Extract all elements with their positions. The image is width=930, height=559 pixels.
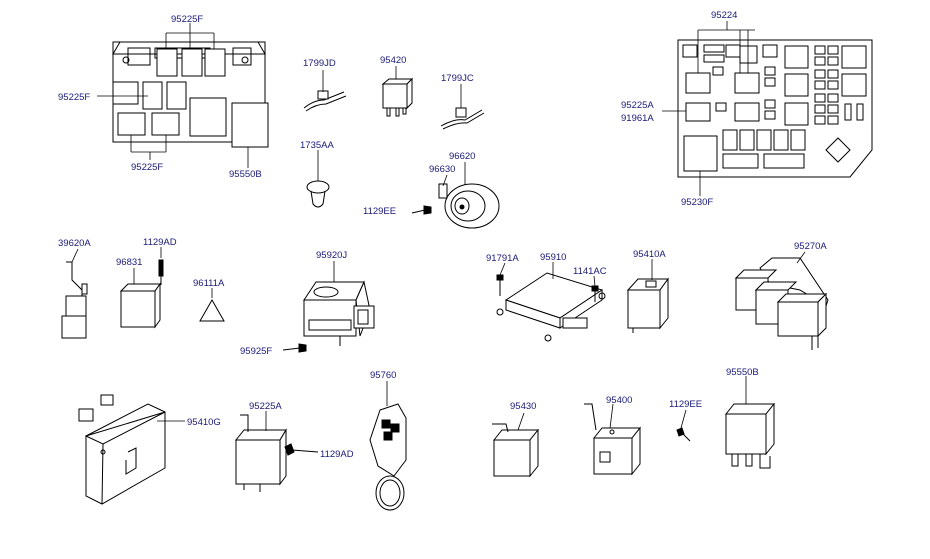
bolt-1129ad-bottom: [284, 443, 319, 456]
label-95920j: 95920J: [316, 250, 347, 261]
label-95225a-bottom: 95225A: [249, 401, 282, 412]
label-1735aa: 1735AA: [300, 140, 334, 151]
label-95270a: 95270A: [794, 241, 827, 252]
bolt-91791a: [496, 274, 504, 296]
label-1799jd: 1799JD: [303, 58, 336, 69]
relay-95410a: [626, 277, 669, 333]
label-95925f: 95925F: [240, 346, 272, 357]
leader-lines-relay-box: [97, 23, 249, 168]
label-95550b-bottom: 95550B: [726, 367, 759, 378]
label-95225f-left: 95225F: [58, 92, 90, 103]
label-95224: 95224: [711, 10, 737, 21]
label-96630: 96630: [429, 164, 455, 175]
label-1129ad-top: 1129AD: [143, 237, 177, 248]
label-95225f-bottom: 95225F: [131, 162, 163, 173]
label-95410g: 95410G: [187, 417, 221, 428]
bolt-95925f: [282, 343, 307, 353]
label-96831: 96831: [116, 257, 142, 268]
label-95910: 95910: [540, 252, 566, 263]
label-39620a: 39620A: [58, 238, 91, 249]
cable-tie-1799jc: [440, 107, 485, 130]
triangle-96111a: [199, 298, 225, 322]
label-96620: 96620: [449, 151, 475, 162]
label-95410a: 95410A: [633, 249, 666, 260]
relay-95420: [381, 77, 414, 117]
label-95420: 95420: [380, 55, 406, 66]
label-95550b-top: 95550B: [229, 169, 262, 180]
label-95400: 95400: [606, 395, 632, 406]
label-95225a-right: 95225A: [621, 100, 654, 111]
relay-95430: [492, 423, 540, 478]
cable-tie-1799jd: [303, 90, 347, 112]
junction-box-right: [677, 39, 873, 178]
label-95230f: 95230F: [681, 197, 713, 208]
remote-95760: [369, 403, 407, 511]
module-95920j: [303, 280, 375, 346]
relay-95550b: [724, 402, 776, 469]
label-96111a: 96111A: [193, 278, 225, 289]
label-95225f-top: 95225F: [171, 14, 203, 25]
leader-lines-junction-box: [662, 21, 755, 196]
label-1129ee-top: 1129EE: [363, 206, 396, 217]
bolt-1141ac: [591, 285, 599, 302]
bracket-96831: [119, 259, 164, 329]
label-95760: 95760: [370, 370, 396, 381]
relay-set-95270a: [734, 257, 829, 350]
label-95430: 95430: [510, 401, 536, 412]
clip-1735aa: [306, 180, 330, 208]
sensor-39620a: [61, 261, 88, 339]
label-1141ac: 1141AC: [573, 266, 607, 277]
bolt-1129ee-bottom: [676, 427, 691, 442]
module-95410g: [78, 394, 166, 505]
label-91961a: 91961A: [621, 113, 654, 124]
label-1799jc: 1799JC: [441, 73, 474, 84]
label-1129ad-bottom: 1129AD: [320, 449, 354, 460]
relay-95400: [584, 403, 642, 476]
horn-96620: [438, 183, 500, 229]
relay-95225a: [234, 414, 287, 492]
bolt-1129ee-top: [411, 205, 432, 215]
label-1129ee-bottom: 1129EE: [669, 399, 702, 410]
label-91791a: 91791A: [486, 253, 519, 264]
module-95910: [496, 272, 606, 342]
relay-box-left: [112, 41, 269, 148]
